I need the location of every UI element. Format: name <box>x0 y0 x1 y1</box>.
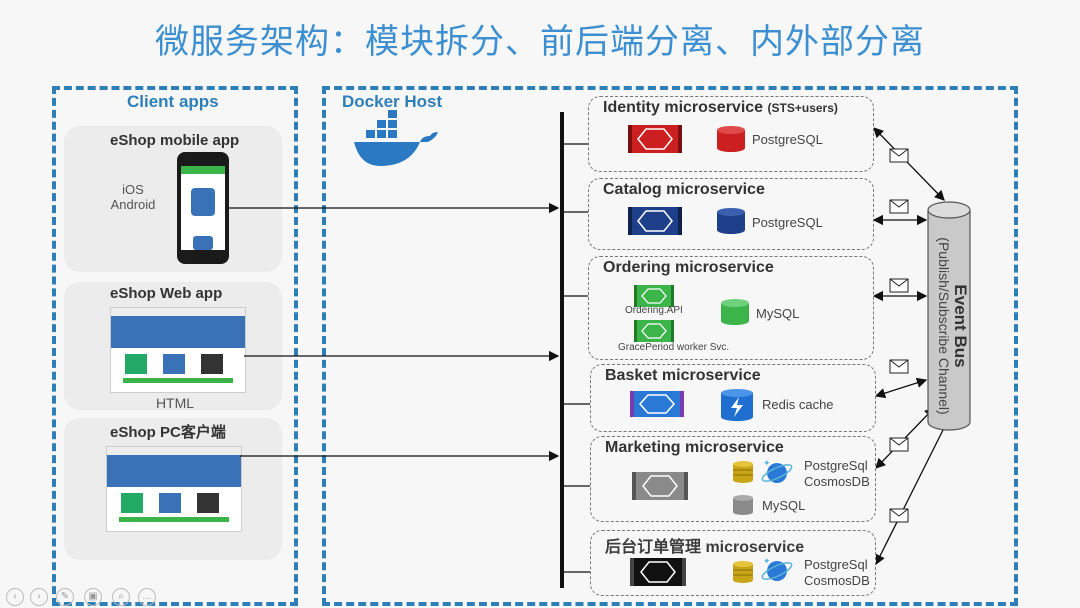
basket-container-icon <box>630 391 684 417</box>
marketing-cosmosdb-icon: ✦ <box>760 458 794 488</box>
identity-container-icon <box>628 125 682 153</box>
page-title: 微服务架构：模块拆分、前后端分离、内外部分离 <box>155 22 925 62</box>
docker-host-label: Docker Host <box>342 92 443 111</box>
envelope-icon <box>889 199 909 214</box>
mobile-app-panel <box>64 126 282 272</box>
web-screenshot <box>110 307 246 393</box>
backoffice-title: 后台订单管理 microservice <box>605 539 805 556</box>
slides-icon[interactable]: ▣ <box>84 588 102 606</box>
mobile-platforms: iOS Android <box>110 182 156 212</box>
marketing-mysql-label: MySQL <box>762 498 806 513</box>
marketing-cosmosdb-label: CosmosDB <box>804 474 870 489</box>
svg-text:✦: ✦ <box>763 557 771 567</box>
ordering-worker-label: GracePeriod worker Svc. <box>618 342 730 353</box>
docker-whale-icon <box>350 110 440 170</box>
marketing-postgres-label: PostgreSql <box>804 458 868 473</box>
envelope-icon <box>889 148 909 163</box>
pen-icon[interactable]: ✎ <box>56 588 74 606</box>
backoffice-postgres-label: PostgreSql <box>804 557 868 572</box>
backoffice-cosmosdb-label: CosmosDB <box>804 573 870 588</box>
ordering-api-label: Ordering.API <box>625 305 683 316</box>
web-html-caption: HTML <box>155 395 195 411</box>
ordering-db-label: MySQL <box>756 306 800 321</box>
identity-db-icon <box>716 125 746 153</box>
event-bus-subtitle: (Publish/Subscribe Channel) <box>936 237 952 415</box>
pc-screenshot <box>106 446 242 532</box>
ordering-api-container-icon <box>634 285 674 307</box>
pc-app-title: eShop PC客户端 <box>110 424 226 441</box>
envelope-icon <box>889 359 909 374</box>
basket-db-label: Redis cache <box>762 397 834 412</box>
ordering-title: Ordering microservice <box>603 259 774 276</box>
next-slide-icon[interactable]: › <box>30 588 48 606</box>
prev-slide-icon[interactable]: ‹ <box>6 588 24 606</box>
ordering-worker-container-icon <box>634 320 674 342</box>
identity-subtitle: (STS+users) <box>767 101 838 115</box>
envelope-icon <box>889 437 909 452</box>
svg-text:✦: ✦ <box>763 459 771 469</box>
marketing-mysql-db-icon <box>732 494 754 516</box>
event-bus-label: Event Bus (Publish/Subscribe Channel) <box>936 224 970 424</box>
catalog-title: Catalog microservice <box>603 181 765 198</box>
marketing-title: Marketing microservice <box>605 439 784 456</box>
marketing-container-icon <box>632 472 688 500</box>
catalog-container-icon <box>628 207 682 235</box>
envelope-icon <box>889 508 909 523</box>
envelope-icon <box>889 278 909 293</box>
marketing-postgres-db-icon <box>732 460 754 484</box>
ordering-db-icon <box>720 298 750 326</box>
backoffice-container-icon <box>630 558 686 586</box>
mobile-app-title: eShop mobile app <box>110 132 240 149</box>
client-apps-section <box>52 86 298 606</box>
catalog-db-label: PostgreSQL <box>752 215 823 230</box>
redis-cache-icon <box>720 388 754 422</box>
phone-image <box>177 152 229 264</box>
event-bus-cylinder <box>926 200 972 432</box>
basket-title: Basket microservice <box>605 367 761 384</box>
catalog-db-icon <box>716 207 746 235</box>
backoffice-cosmosdb-icon: ✦ <box>760 556 794 586</box>
backoffice-postgres-db-icon <box>732 560 754 584</box>
more-icon[interactable]: … <box>138 588 156 606</box>
event-bus-title: Event Bus <box>951 284 970 368</box>
zoom-icon[interactable]: ⌕ <box>112 588 130 606</box>
docker-host-section <box>322 86 1018 606</box>
identity-title: Identity microservice <box>603 99 764 116</box>
web-app-title: eShop Web app <box>110 285 223 302</box>
identity-db-label: PostgreSQL <box>752 132 823 147</box>
client-apps-label: Client apps <box>127 92 219 111</box>
